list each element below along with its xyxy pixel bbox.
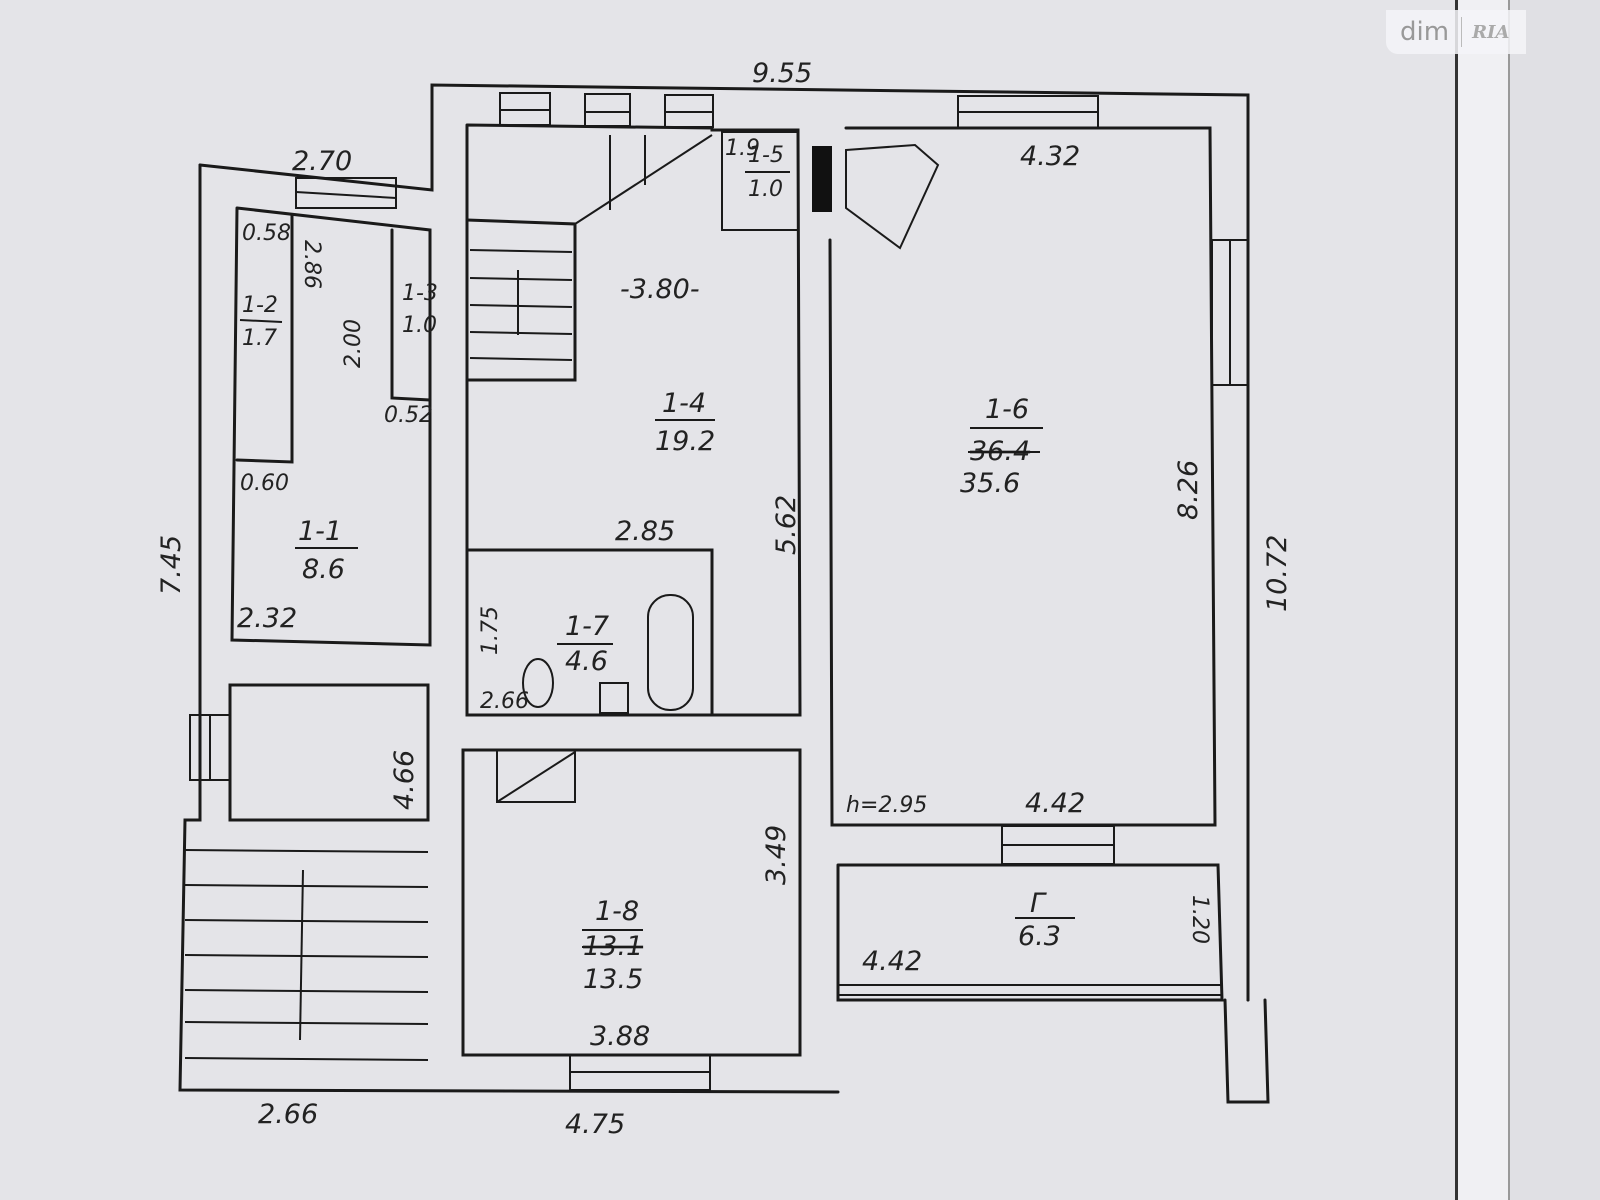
dim-room18-bottom: 3.88 — [590, 1021, 650, 1052]
dim-room17-bottom: 2.66 — [480, 689, 529, 714]
watermark-brand2: RIA — [1472, 21, 1510, 43]
room-1-2-area: 1.7 — [242, 326, 277, 351]
dim-ceiling-height: h=2.95 — [846, 793, 927, 818]
kitchen-stove-icon — [496, 749, 576, 803]
dim-balcony-width: 4.42 — [862, 946, 922, 977]
dim-left-lower: 4.66 — [389, 750, 420, 810]
room-1-4-area: 19.2 — [655, 426, 715, 457]
room-1-4-id: 1-4 — [662, 388, 706, 419]
room-walls — [228, 123, 1224, 1057]
dim-200: 2.00 — [341, 319, 366, 368]
dim-balcony-height: 1.20 — [1187, 895, 1212, 944]
dimension-labels: 9.55 2.70 4.32 0.58 2.86 2.00 0.52 0.60 … — [156, 58, 1293, 1140]
dim-room14-width: -3.80- — [620, 274, 700, 305]
dim-bottom-left: 2.66 — [258, 1099, 318, 1130]
room-1-6-area: 35.6 — [960, 468, 1020, 499]
room-1-1-id: 1-1 — [298, 516, 342, 547]
chimney-icon — [812, 146, 832, 212]
sink-icon — [599, 682, 629, 714]
room-1-3-area: 1.0 — [402, 313, 437, 338]
dim-room17-top: 2.85 — [615, 516, 675, 547]
paper-background — [1508, 0, 1600, 1200]
room-1-6-id: 1-6 — [985, 394, 1029, 425]
dim-19: 1.9 — [725, 136, 760, 161]
dim-bottom-mid: 4.75 — [565, 1109, 625, 1140]
windows — [189, 92, 1249, 1091]
dim-286: 2.86 — [299, 240, 324, 289]
dim-room11-bottom: 2.32 — [237, 603, 297, 634]
watermark-brand: dim — [1386, 17, 1463, 47]
dim-room16-top: 4.32 — [1020, 141, 1080, 172]
dim-room16-height: 8.26 — [1173, 460, 1204, 520]
room-1-7-area: 4.6 — [565, 646, 608, 677]
stairs — [184, 135, 646, 1061]
room-g-id: Г — [1030, 888, 1047, 919]
dim-060: 0.60 — [240, 471, 289, 496]
room-1-8-area: 13.5 — [583, 964, 643, 995]
room-1-3-id: 1-3 — [402, 281, 438, 306]
room-1-7-id: 1-7 — [565, 611, 609, 642]
bathtub-icon — [647, 594, 694, 711]
room-1-1-area: 8.6 — [302, 554, 345, 585]
room-labels: 1-1 8.6 1-2 1.7 1-3 1.0 1-4 19.2 1-5 1.0… — [239, 143, 1075, 995]
dim-top-total: 9.55 — [752, 58, 812, 89]
room-1-5-area: 1.0 — [748, 177, 783, 202]
dim-room17-height: 1.75 — [478, 606, 503, 655]
dim-left-top: 2.70 — [292, 146, 352, 177]
stove-icon — [845, 143, 940, 250]
outer-walls — [178, 83, 1270, 1104]
room-1-2-id: 1-2 — [242, 293, 278, 318]
dim-left-total: 7.45 — [156, 535, 187, 595]
dim-058: 0.58 — [242, 221, 291, 246]
room-1-8-id: 1-8 — [595, 896, 639, 927]
dim-052: 0.52 — [384, 403, 433, 428]
dim-room14-height: 5.62 — [771, 495, 802, 555]
paper-edge — [1455, 0, 1518, 1200]
toilet-icon — [522, 658, 554, 708]
dim-room18-height: 3.49 — [761, 825, 792, 885]
room-1-5-id: 1-5 — [748, 143, 784, 168]
dim-right-total: 10.72 — [1262, 535, 1293, 612]
dim-room16-bottom: 4.42 — [1025, 788, 1085, 819]
dimria-watermark: dim RIA — [1386, 10, 1526, 54]
room-g-area: 6.3 — [1018, 921, 1061, 952]
